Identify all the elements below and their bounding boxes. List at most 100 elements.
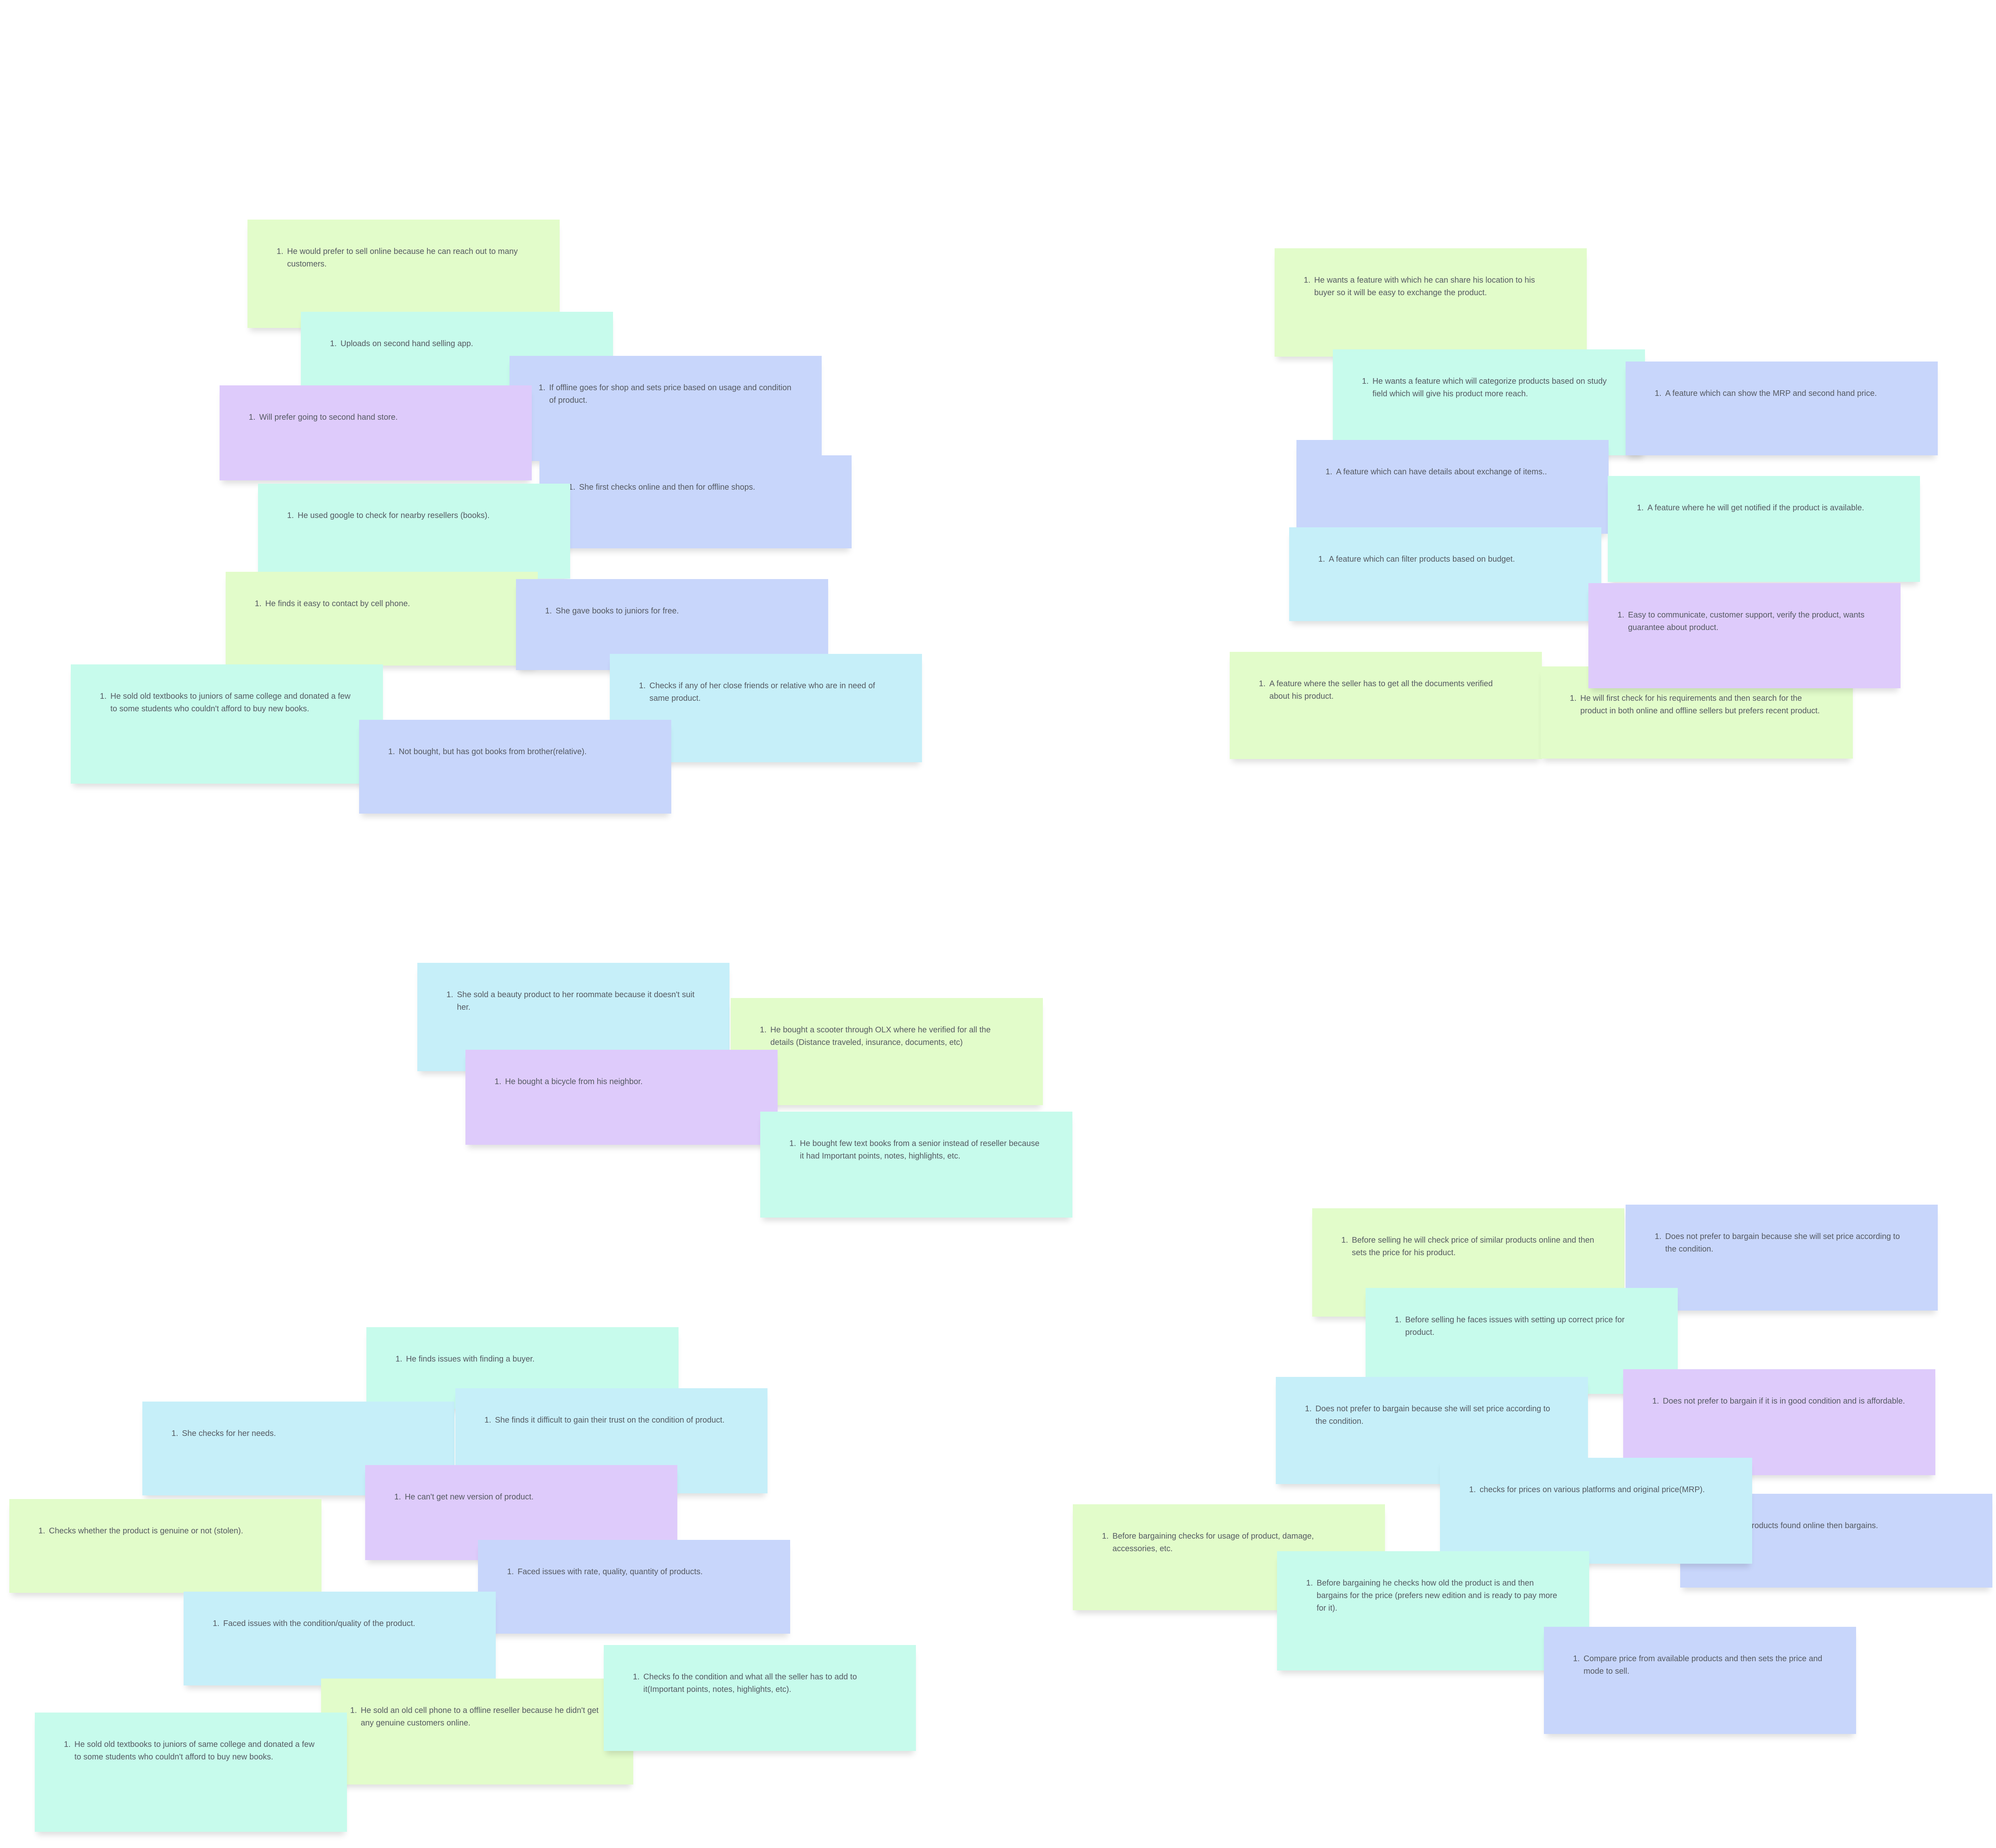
list-marker: 1. [1618,611,1624,620]
sticky-note-prefer-going-second-hand[interactable]: 1.Will prefer going to second hand store… [220,385,532,480]
list-marker: 1. [1305,1404,1312,1413]
sticky-note-first-checks-online-offline[interactable]: 1. She first checks online and then for o… [539,455,852,548]
note-text: A feature which can show the MRP and sec… [1665,389,1877,398]
note-text: Before selling he faces issues with sett… [1405,1315,1625,1337]
sticky-note-easy-communicate-customer-support[interactable]: 1.Easy to communicate, customer support,… [1588,583,1901,688]
note-list-item: 1.Not bought, but has got books from bro… [388,746,641,758]
note-list-item: 1.He sold old textbooks to juniors of sa… [100,690,353,715]
note-list-item: 1.He can't get new version of product. [394,1491,647,1503]
list-marker: 1. [446,990,453,999]
note-list-item: 1. Before bargaining he checks how old th… [1306,1577,1559,1615]
note-list-item: 1.A feature which can filter products ba… [1318,553,1571,566]
list-marker: 1. [1102,1532,1109,1541]
sticky-note-checks-whether-product-genuine[interactable]: 1.Checks whether the product is genuine … [9,1499,321,1593]
note-list-item: 1.Compare price from available products … [1573,1653,1826,1678]
note-text: Before bargaining checks for usage of pr… [1112,1532,1314,1553]
list-marker: 1. [1306,1579,1313,1588]
list-marker: 1. [330,339,337,348]
note-text: Does not prefer to bargain because she w… [1665,1232,1900,1254]
list-marker: 1. [1570,694,1577,703]
sticky-note-checks-prices-various-platforms[interactable]: 1.checks for prices on various platforms… [1440,1458,1752,1564]
list-marker: 1. [539,383,546,392]
note-text: He wants a feature with which he can sha… [1314,276,1535,297]
list-marker: 1. [639,681,646,690]
list-marker: 1. [255,599,262,608]
note-text: Before bargaining he checks how old the … [1317,1579,1557,1613]
list-marker: 1. [495,1077,501,1086]
note-list-item: 1.A feature where he will get notified i… [1637,502,1890,514]
sticky-note-does-prefer-bargain-set[interactable]: 1.Does not prefer to bargain because she… [1626,1205,1938,1311]
note-list-item: 1.Does not prefer to bargain because she… [1655,1231,1908,1256]
sticky-note-checks-fo-condition-seller[interactable]: 1.Checks fo the condition and what all t… [604,1645,916,1751]
note-list-item: 1.Uploads on second hand selling app. [330,338,583,350]
list-marker: 1. [1362,377,1369,386]
list-marker: 1. [569,483,575,492]
note-list-item: 1.A feature where the seller has to get … [1259,678,1512,703]
note-list-item: 1.Faced issues with the condition/qualit… [213,1618,466,1630]
sticky-note-bought-text-books-senior[interactable]: 1.He bought few text books from a senior… [760,1112,1072,1218]
note-text: Checks if any of her close friends or re… [649,681,875,703]
sticky-note-feature-where-seller-documents[interactable]: 1.A feature where the seller has to get … [1230,652,1542,759]
note-text: She first checks online and then for off… [579,483,755,492]
list-marker: 1. [1573,1654,1580,1663]
list-marker: 1. [1655,389,1662,398]
list-marker: 1. [633,1673,640,1681]
list-marker: 1. [1395,1315,1402,1324]
note-text: A feature where he will get notified if … [1647,503,1864,512]
list-marker: 1. [64,1740,71,1749]
note-text: He can't get new version of product. [405,1493,534,1501]
note-text: He finds issues with finding a buyer. [406,1355,535,1364]
note-text: If offline goes for shop and sets price … [549,383,791,405]
sticky-note-sold-old-cell-phone[interactable]: 1.He sold an old cell phone to a offline… [321,1679,633,1785]
list-marker: 1. [213,1619,220,1628]
sticky-note-sold-old-textbooks-juniors[interactable]: 1.He sold old textbooks to juniors of sa… [71,664,383,784]
sticky-note-bought-scooter-through-olx[interactable]: 1.He bought a scooter through OLX where … [731,998,1043,1105]
sticky-note-does-prefer-bargain-good[interactable]: 1.Does not prefer to bargain if it is in… [1623,1369,1935,1475]
list-marker: 1. [484,1416,491,1425]
note-text: A feature which can have details about e… [1336,467,1547,476]
sticky-note-faced-issues-condition-quality[interactable]: 1.Faced issues with the condition/qualit… [184,1592,496,1685]
note-text: Faced issues with the condition/quality … [223,1619,415,1628]
list-marker: 1. [507,1567,514,1576]
note-text: She gave books to juniors for free. [556,607,679,615]
sticky-note-before-bargaining-checks-how[interactable]: 1. Before bargaining he checks how old th… [1277,1551,1589,1670]
sticky-note-bought-books-brother-relative[interactable]: 1.Not bought, but has got books from bro… [359,720,671,814]
note-list-item: 1.Before bargaining checks for usage of … [1102,1530,1355,1555]
note-text: A feature where the seller has to get al… [1269,679,1493,701]
sticky-note-sold-old-textbooks-juniors[interactable]: 1.He sold old textbooks to juniors of sa… [35,1713,347,1832]
sticky-note-compare-price-available-products[interactable]: 1.Compare price from available products … [1544,1627,1856,1734]
sticky-note-faced-issues-rate-quality[interactable]: 1. Faced issues with rate, quality, quant… [478,1540,790,1634]
list-marker: 1. [760,1025,767,1034]
list-marker: 1. [100,692,107,701]
note-list-item: 1.She sold a beauty product to her roomm… [446,989,700,1014]
list-marker: 1. [171,1429,178,1438]
note-list-item: 1.She checks for her needs. [171,1427,425,1440]
sticky-note-wants-feature-share-location[interactable]: 1.He wants a feature with which he can s… [1275,248,1587,357]
sticky-note-feature-where-notified-product[interactable]: 1.A feature where he will get notified i… [1608,476,1920,582]
list-marker: 1. [1304,276,1311,285]
list-marker: 1. [1655,1232,1662,1241]
sticky-note-feature-details-exchange-items[interactable]: 1.A feature which can have details about… [1296,440,1609,534]
note-list-item: 1.Checks if any of her close friends or … [639,680,892,705]
note-list-item: 1.He bought a scooter through OLX where … [760,1024,1013,1049]
note-list-item: 1.He sold an old cell phone to a offline… [350,1704,603,1730]
sticky-note-bought-bicycle-neighbor[interactable]: 1.He bought a bicycle from his neighbor. [465,1050,778,1145]
note-list-item: 1.Before selling he faces issues with se… [1395,1314,1648,1339]
list-marker: 1. [1318,555,1325,564]
sticky-note-offline-goes-shop-sets[interactable]: 1.If offline goes for shop and sets pric… [510,356,822,461]
note-list-item: 1.A feature which can show the MRP and s… [1655,387,1908,400]
note-text: Uploads on second hand selling app. [340,339,474,348]
sticky-note-finds-easy-contact-cell[interactable]: 1.He finds it easy to contact by cell ph… [226,572,538,666]
note-list-item: 1.He used google to check for nearby res… [287,510,540,522]
sticky-note-used-google-check-nearby[interactable]: 1.He used google to check for nearby res… [258,484,570,579]
sticky-note-feature-show-mrp-second[interactable]: 1.A feature which can show the MRP and s… [1626,362,1938,455]
note-text: Before selling he will check price of si… [1352,1236,1594,1257]
sticky-note-feature-filter-products-based[interactable]: 1.A feature which can filter products ba… [1289,527,1601,621]
note-text: He bought a scooter through OLX where he… [770,1025,991,1047]
note-list-item: 1.He finds it easy to contact by cell ph… [255,598,508,610]
sticky-note-wants-feature-categorize-products[interactable]: 1.He wants a feature which will categori… [1333,349,1645,455]
sticky-note-would-prefer-sell-online[interactable]: 1.He would prefer to sell online because… [247,220,560,328]
list-marker: 1. [277,247,283,256]
note-text: Faced issues with rate, quality, quantit… [518,1567,703,1576]
